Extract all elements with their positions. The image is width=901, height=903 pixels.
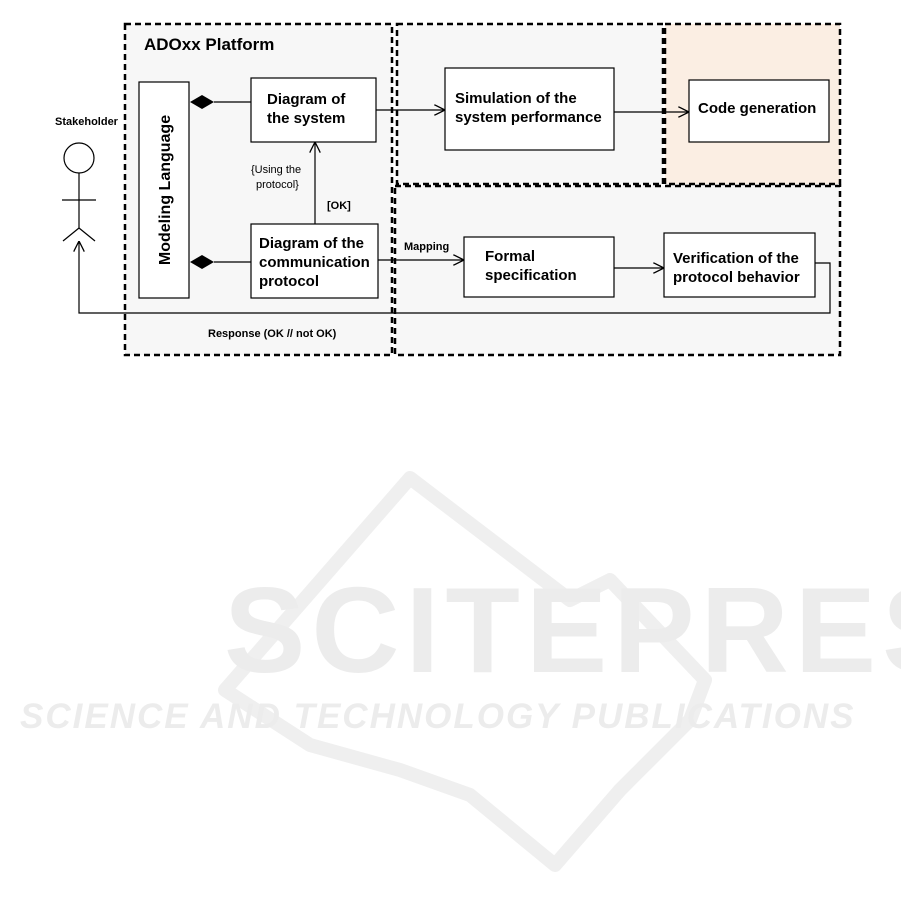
- diamond-top-icon: [190, 95, 214, 109]
- platform-title: ADOxx Platform: [144, 35, 274, 54]
- mapping-label: Mapping: [404, 241, 449, 253]
- watermark-sub-text: SCIENCE AND TECHNOLOGY PUBLICATIONS: [20, 697, 856, 736]
- code-generation-label: Code generation: [698, 100, 816, 117]
- watermark-main-text: SCITEPRESS: [224, 562, 901, 698]
- response-label: Response (OK // not OK): [208, 328, 337, 340]
- code-generation-box[interactable]: [688, 79, 830, 143]
- simulation-line2: system performance: [455, 109, 602, 126]
- actor-head: [63, 142, 95, 174]
- verification-box[interactable]: [663, 232, 816, 298]
- diagram-protocol-line1: Diagram of the: [259, 235, 364, 252]
- diagram-system-line1: Diagram of: [267, 91, 346, 108]
- modeling-language-box[interactable]: [138, 81, 190, 299]
- simulation-line1: Simulation of the: [455, 90, 577, 107]
- diagram-protocol-line3: protocol: [259, 273, 319, 290]
- diagram-protocol-box[interactable]: [250, 223, 379, 299]
- stakeholder-actor: [62, 142, 96, 242]
- formal-spec-line1: Formal: [485, 248, 535, 265]
- watermark-book-shape: [218, 471, 712, 872]
- verification-line1: Verification of the: [673, 250, 799, 267]
- verification-line2: protocol behavior: [673, 269, 800, 286]
- diamond-bottom-icon: [190, 255, 214, 269]
- using-protocol-line1: {Using the: [251, 164, 301, 176]
- watermark: SCITEPRESS SCIENCE AND TECHNOLOGY PUBLIC…: [20, 471, 901, 872]
- using-protocol-line2: protocol}: [256, 179, 299, 191]
- formal-spec-box[interactable]: [463, 236, 615, 298]
- formal-spec-line2: specification: [485, 267, 577, 284]
- stakeholder-label: Stakeholder: [55, 116, 119, 128]
- diagram-system-line2: the system: [267, 110, 345, 127]
- response-feedback-line: [79, 241, 831, 314]
- diagram-system-box[interactable]: [250, 77, 377, 143]
- diagram-protocol-line2: communication: [259, 254, 370, 271]
- simulation-box[interactable]: [444, 67, 615, 151]
- ok-label: [OK]: [327, 200, 351, 212]
- modeling-language-label: Modeling Language: [157, 115, 174, 265]
